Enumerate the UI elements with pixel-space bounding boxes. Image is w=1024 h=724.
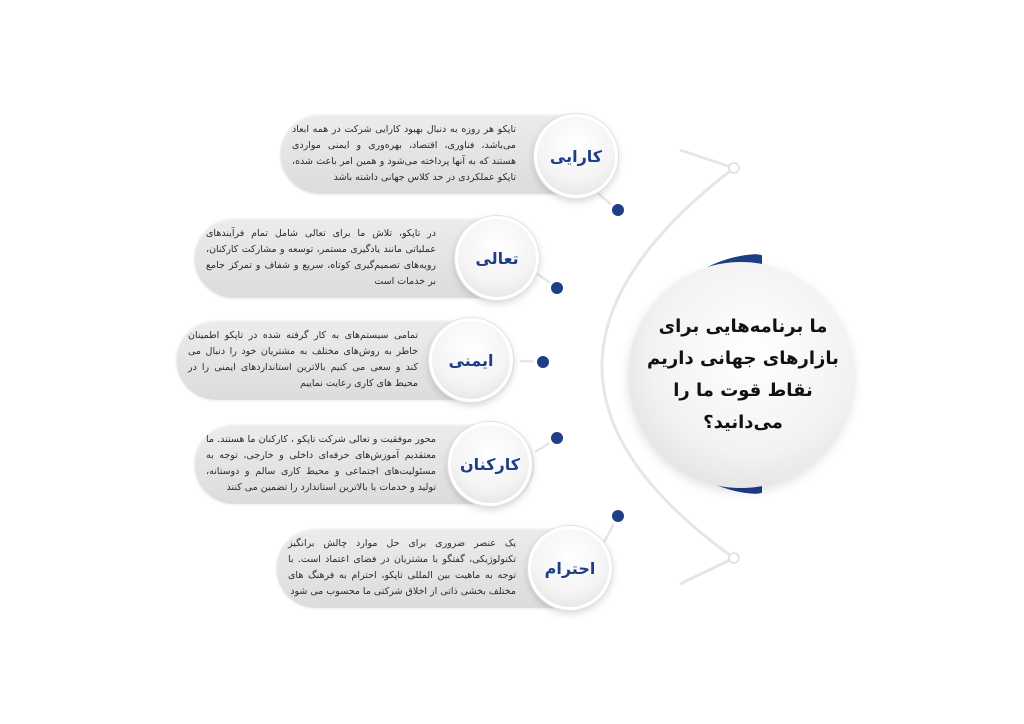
node-dot-4 [548,429,566,447]
item-description-3: تمامی سیستم‌های به کار گرفته شده در تاپک… [188,330,418,389]
arc-tail-top [679,148,735,170]
item-badge-3: ایمنی [429,318,513,402]
node-dot-5 [609,507,627,525]
arc-tail-bottom [679,556,735,586]
item-description-5: یک عنصر ضروری برای حل موارد چالش برانگیز… [288,538,516,597]
item-badge-4: کارکنان [448,422,532,506]
item-badge-1: کارایی [534,114,618,198]
item-label-4: کارکنان [459,454,521,474]
item-label-3: ایمنی [448,350,494,370]
item-description-4: محور موفقیت و تعالی شرکت تاپکو ، کارکنان… [206,434,436,493]
item-badge-2: تعالی [455,216,539,300]
hub-title: ما برنامه‌هایی برای بازارهای جهانی داریم… [647,316,839,433]
node-dot-1 [609,201,627,219]
arc-end-dot-bottom [728,552,740,564]
item-label-1: کارایی [549,146,603,166]
node-dot-2 [548,279,566,297]
item-badge-5: احترام [528,526,612,610]
arc-end-dot-top [728,162,740,174]
item-label-5: احترام [544,558,596,578]
hub-circle [628,262,854,488]
item-description-2: در تاپکو، تلاش ما برای تعالی شامل تمام ف… [206,228,436,287]
node-dot-3 [534,353,552,371]
main-arc [600,166,735,560]
item-label-2: تعالی [475,248,519,268]
item-description-1: تاپکو هر روزه به دنبال بهبود کارایی شرکت… [292,124,516,183]
